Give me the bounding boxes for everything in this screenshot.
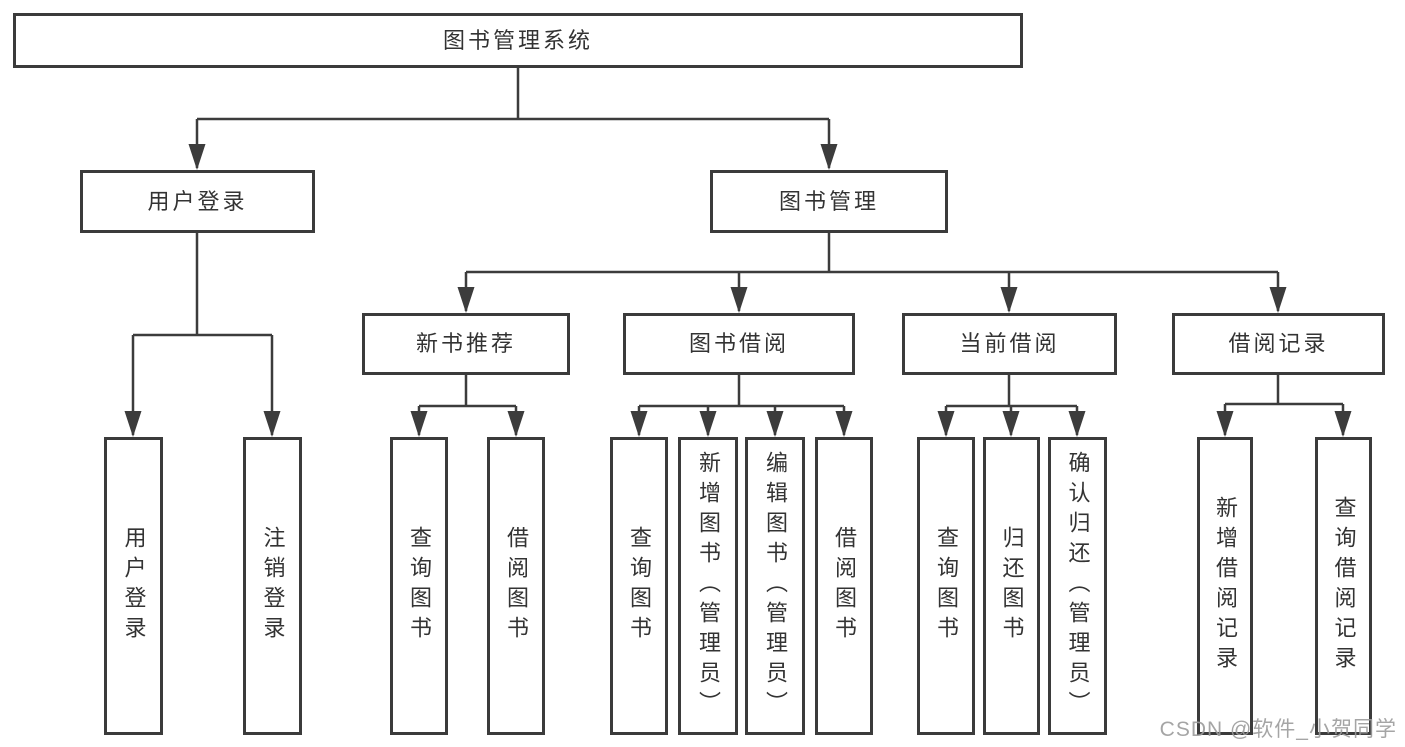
leaf-edit-book-admin: 编辑图书（管理员） bbox=[745, 437, 805, 735]
leaf-user-login-label: 用户登录 bbox=[121, 526, 147, 646]
leaf-query-books-recommend: 查询图书 bbox=[390, 437, 448, 735]
leaf-query-books-borrow: 查询图书 bbox=[610, 437, 668, 735]
leaf-query-books-current-label: 查询图书 bbox=[934, 526, 959, 646]
csdn-watermark: CSDN @软件_小贺同学 bbox=[1159, 718, 1397, 741]
node-new-book-recommend: 新书推荐 bbox=[362, 313, 570, 375]
leaf-edit-book-admin-label: 编辑图书（管理员） bbox=[763, 451, 788, 721]
node-borrow-records-label: 借阅记录 bbox=[1228, 331, 1329, 356]
leaf-return-book-label: 归还图书 bbox=[999, 526, 1025, 646]
connector-new-books-children bbox=[417, 375, 518, 435]
node-borrow-records: 借阅记录 bbox=[1172, 313, 1385, 375]
node-current-borrow-label: 当前借阅 bbox=[959, 331, 1060, 356]
leaf-query-borrow-record-label: 查询借阅记录 bbox=[1331, 496, 1357, 676]
node-user-login: 用户登录 bbox=[80, 170, 315, 233]
node-new-book-recommend-label: 新书推荐 bbox=[415, 331, 516, 356]
leaf-borrow-books: 借阅图书 bbox=[815, 437, 873, 735]
node-book-management-label: 图书管理 bbox=[778, 188, 879, 214]
connector-book-borrow-children bbox=[637, 375, 846, 435]
leaf-query-books-recommend-label: 查询图书 bbox=[407, 526, 432, 646]
node-book-borrow: 图书借阅 bbox=[623, 313, 855, 375]
node-book-borrow-label: 图书借阅 bbox=[688, 331, 789, 356]
leaf-logout: 注销登录 bbox=[243, 437, 302, 735]
connector-user-login-children bbox=[131, 233, 274, 435]
leaf-borrow-books-recommend: 借阅图书 bbox=[487, 437, 545, 735]
leaf-query-books-borrow-label: 查询图书 bbox=[627, 526, 652, 646]
connector-borrow-records-children bbox=[1223, 375, 1345, 435]
leaf-add-book-admin: 新增图书（管理员） bbox=[678, 437, 738, 735]
leaf-user-login: 用户登录 bbox=[104, 437, 163, 735]
leaf-query-books-current: 查询图书 bbox=[917, 437, 975, 735]
leaf-borrow-books-recommend-label: 借阅图书 bbox=[504, 526, 529, 646]
node-root: 图书管理系统 bbox=[13, 13, 1023, 68]
connector-root-to-level2 bbox=[195, 68, 831, 168]
node-current-borrow: 当前借阅 bbox=[902, 313, 1117, 375]
leaf-return-book: 归还图书 bbox=[983, 437, 1040, 735]
leaf-add-borrow-record-label: 新增借阅记录 bbox=[1213, 496, 1238, 676]
node-user-login-label: 用户登录 bbox=[147, 188, 248, 214]
leaf-query-borrow-record: 查询借阅记录 bbox=[1315, 437, 1372, 735]
connector-book-mgmt-children bbox=[464, 233, 1280, 311]
leaf-add-borrow-record: 新增借阅记录 bbox=[1197, 437, 1253, 735]
leaf-add-book-admin-label: 新增图书（管理员） bbox=[696, 451, 721, 721]
leaf-borrow-books-label: 借阅图书 bbox=[832, 526, 857, 646]
leaf-confirm-return-admin-label: 确认归还（管理员） bbox=[1065, 451, 1091, 721]
leaf-logout-label: 注销登录 bbox=[260, 526, 286, 646]
node-book-management: 图书管理 bbox=[710, 170, 948, 233]
leaf-confirm-return-admin: 确认归还（管理员） bbox=[1048, 437, 1107, 735]
node-root-label: 图书管理系统 bbox=[442, 27, 593, 53]
